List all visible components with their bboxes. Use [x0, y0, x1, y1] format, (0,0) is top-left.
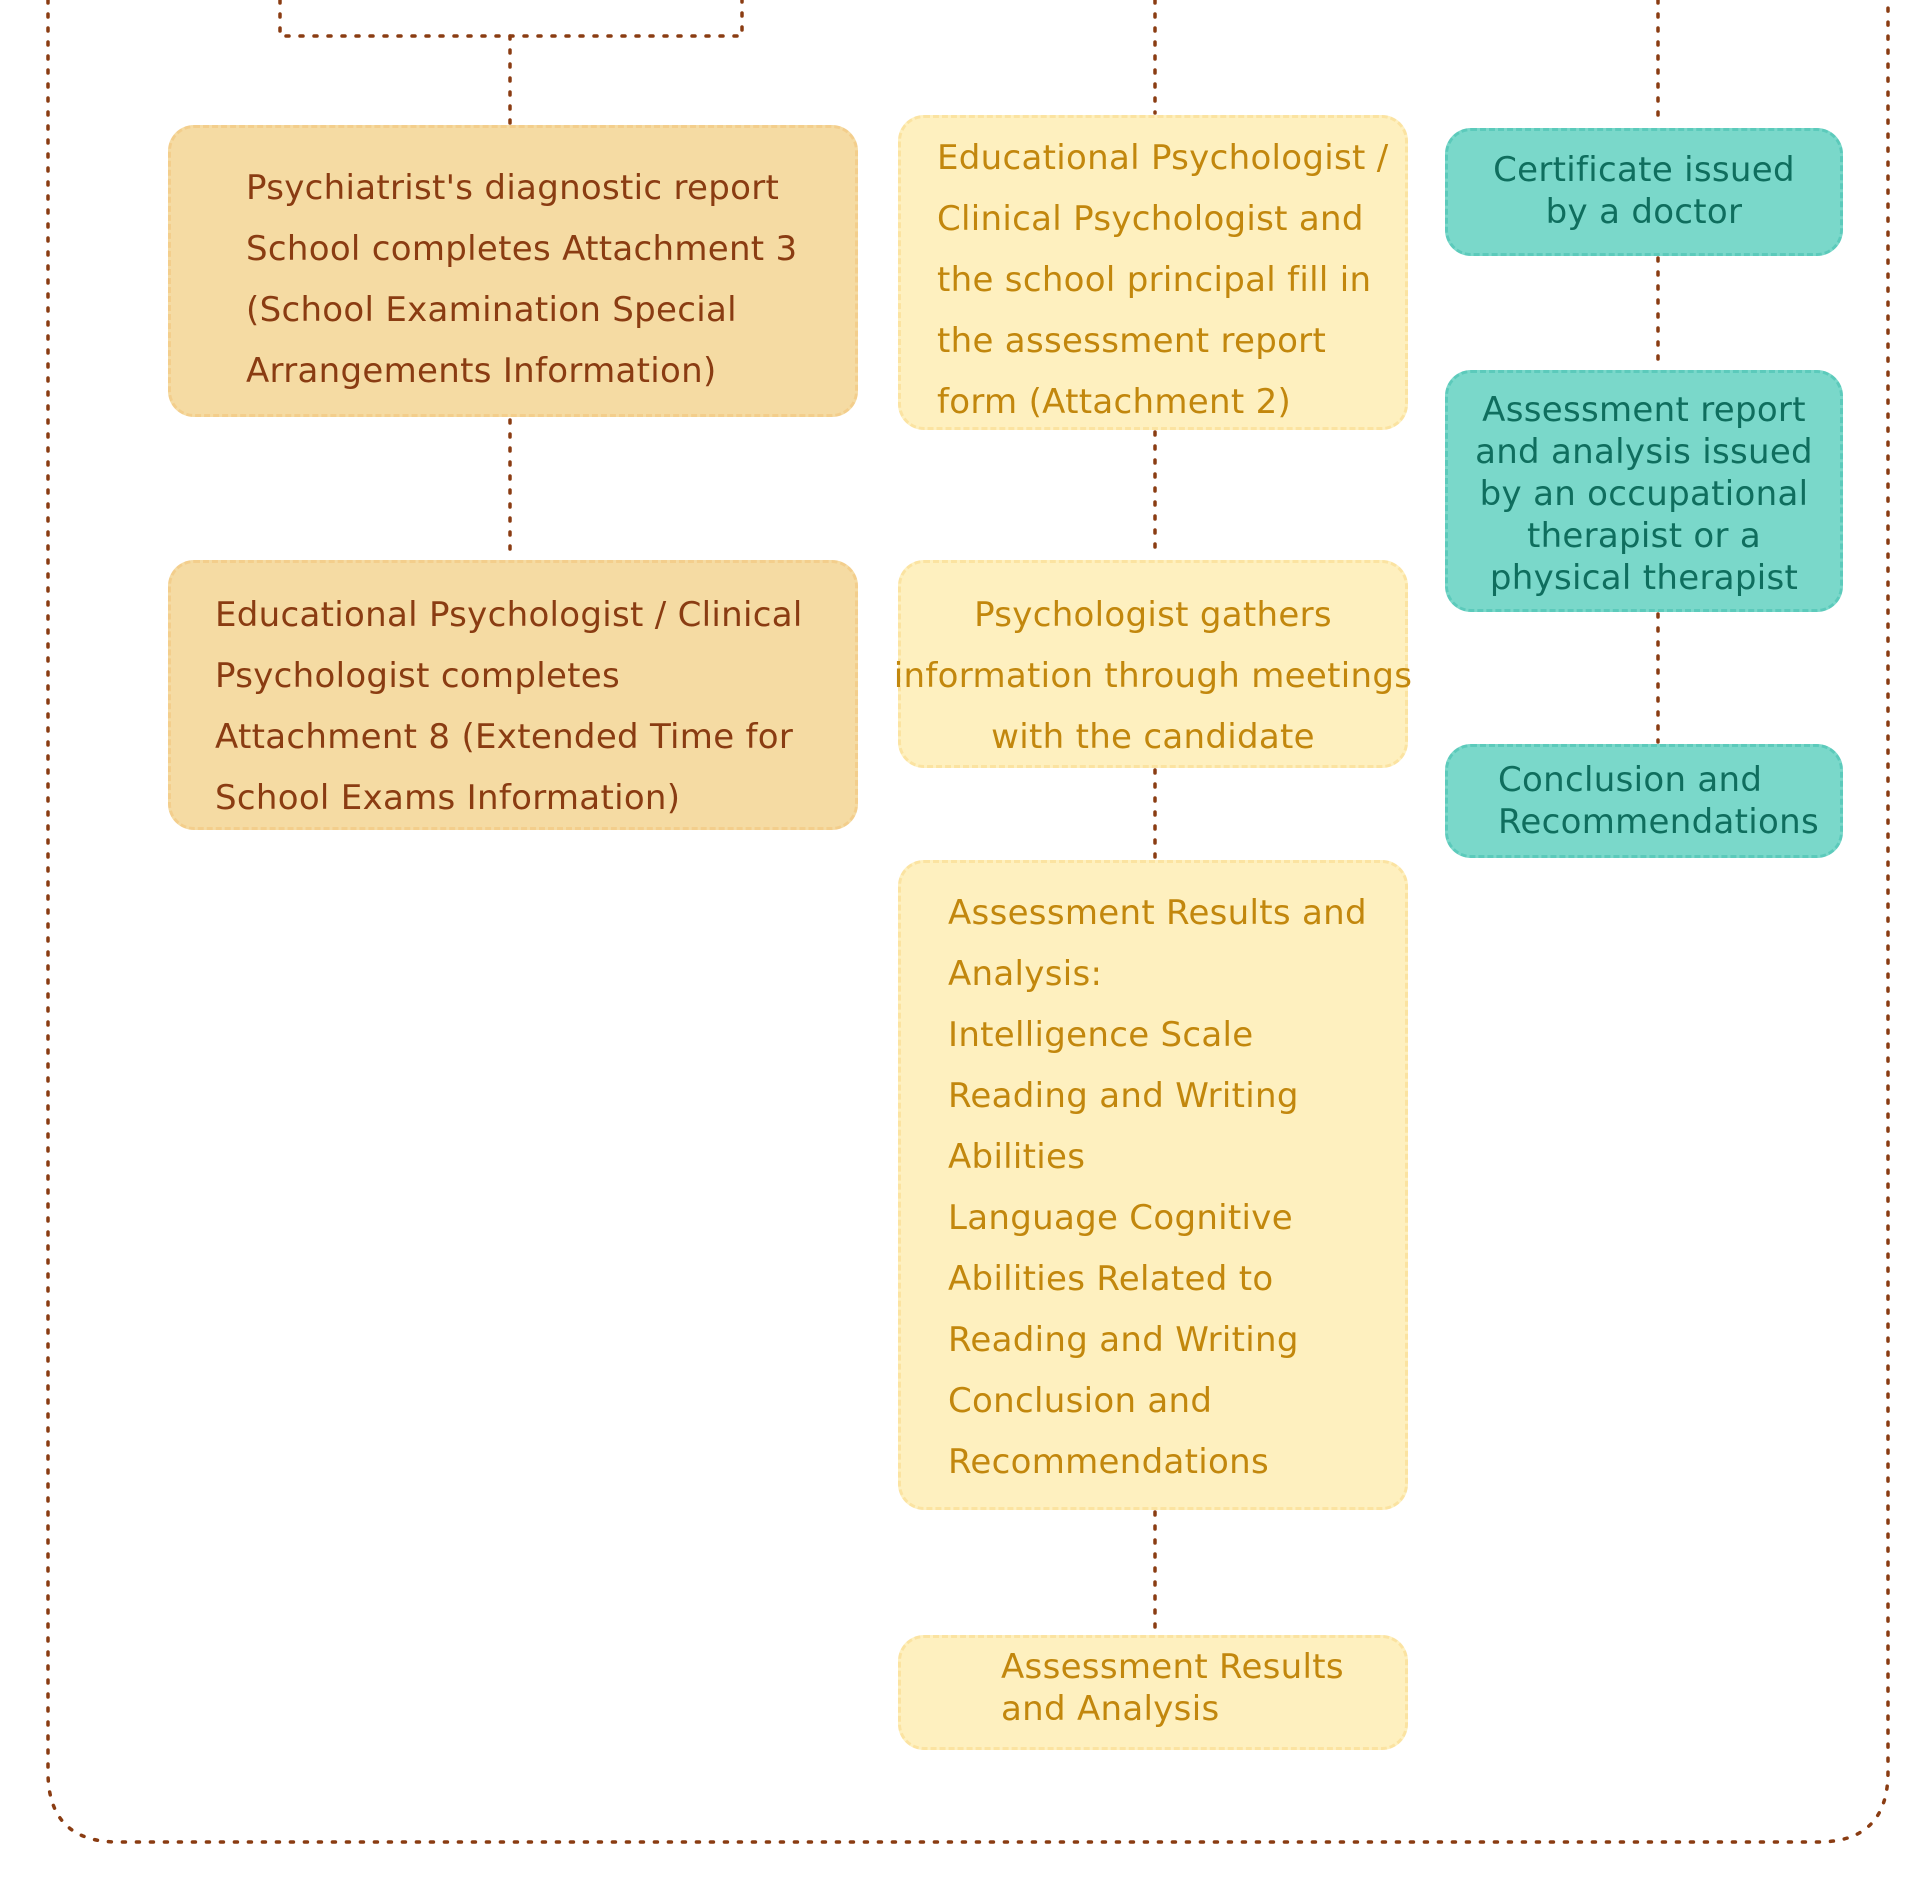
box-text-line: the school principal fill in: [937, 260, 1372, 300]
box-text-line: and analysis issued: [1475, 432, 1813, 472]
box-text-line: Assessment Results: [1001, 1647, 1344, 1687]
box-text-line: Conclusion and: [948, 1381, 1213, 1421]
box-text-line: physical therapist: [1489, 558, 1799, 598]
psychologist-attachment8-box: Educational Psychologist / Clinical Psyc…: [168, 560, 858, 830]
box-text-line: School completes Attachment 3: [246, 229, 798, 269]
box-text-line: Recommendations: [1498, 802, 1819, 842]
box-text-line: with the candidate: [991, 717, 1315, 757]
box-text-line: Certificate issued: [1493, 150, 1795, 190]
box-text-line: Clinical Psychologist and: [937, 199, 1364, 239]
box-text-line: and Analysis: [1001, 1689, 1220, 1729]
doctor-certificate-box: Certificate issued by a doctor: [1445, 128, 1843, 256]
box-text-line: School Exams Information): [215, 778, 681, 818]
box-text-line: Reading and Writing: [948, 1320, 1299, 1360]
box-text-line: by an occupational: [1479, 474, 1809, 514]
box-text-line: Recommendations: [948, 1442, 1269, 1482]
psychologist-attachment2-box: Educational Psychologist / Clinical Psyc…: [898, 115, 1408, 430]
conclusion-box: Conclusion and Recommendations: [1445, 744, 1843, 858]
box-text-line: Abilities: [948, 1137, 1086, 1177]
box-text-line: Educational Psychologist /: [937, 138, 1389, 178]
box-text-line: Abilities Related to: [948, 1259, 1274, 1299]
outer-group-border: [46, 0, 1890, 1844]
box-text-line: the assessment report: [937, 321, 1327, 361]
box-text-line: Arrangements Information): [246, 351, 717, 391]
assessment-results-box: Assessment Results and Analysis: [898, 1635, 1408, 1750]
box-text-line: therapist or a: [1526, 516, 1762, 556]
psychologist-gathers-box: Psychologist gathers information through…: [894, 560, 1412, 768]
box-text-line: Intelligence Scale: [948, 1015, 1254, 1055]
top-bracket: [278, 0, 744, 38]
box-text-line: Analysis:: [948, 954, 1103, 994]
box-text-line: Assessment Results and: [948, 893, 1367, 933]
box-text-line: Reading and Writing: [948, 1076, 1299, 1116]
box-text-line: information through meetings: [893, 656, 1413, 696]
box-text-line: Language Cognitive: [948, 1198, 1293, 1238]
box-text-line: by a doctor: [1545, 192, 1743, 232]
assessment-results-list-box: Assessment Results and Analysis: Intelli…: [898, 860, 1408, 1510]
box-text-line: Psychologist gathers: [974, 595, 1332, 635]
psychiatrist-report-box: Psychiatrist's diagnostic report School …: [168, 125, 858, 417]
box-text-line: (School Examination Special: [246, 290, 737, 330]
box-text-line: Assessment report: [1482, 390, 1806, 430]
box-text-line: form (Attachment 2): [937, 382, 1292, 422]
box-text-line: Psychiatrist's diagnostic report: [246, 168, 780, 208]
box-text-line: Conclusion and: [1498, 760, 1763, 800]
box-text-line: Psychologist completes: [215, 656, 621, 696]
box-text-line: Attachment 8 (Extended Time for: [215, 717, 794, 757]
box-text-line: Educational Psychologist / Clinical: [215, 595, 803, 635]
therapist-report-box: Assessment report and analysis issued by…: [1445, 370, 1843, 612]
